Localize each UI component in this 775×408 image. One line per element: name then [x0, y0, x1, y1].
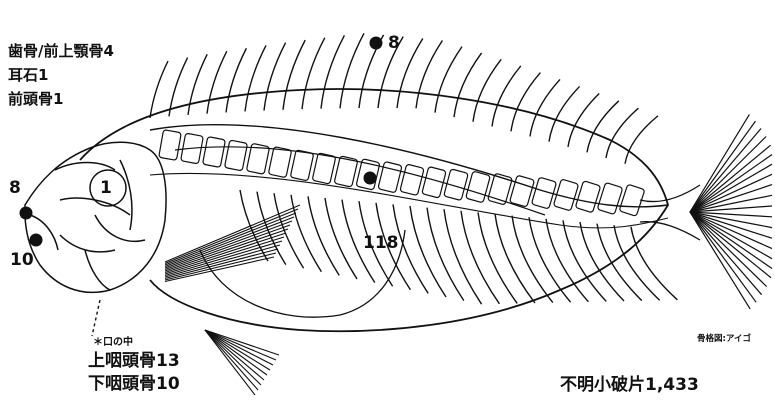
vertebra [400, 164, 424, 196]
dorsal-spine [606, 108, 638, 158]
caudal-ray [690, 212, 750, 309]
label-lower-pharyngeal: 下咽頭骨10 [88, 376, 180, 393]
dorsal-spine [226, 48, 246, 112]
rib [563, 220, 606, 301]
rib [410, 206, 446, 297]
pectoral-ray [165, 245, 280, 277]
rib [495, 214, 535, 303]
label-upper-pharyngeal: 上咽頭骨13 [88, 353, 180, 370]
dorsal-spine [492, 66, 521, 127]
dorsal-spine [302, 38, 325, 109]
pelvic-fin [205, 330, 279, 395]
caudal-ray [690, 212, 772, 249]
rib [597, 224, 642, 301]
dorsal-spine [150, 61, 168, 118]
dorsal-spine [416, 40, 442, 108]
pelvic-ray [205, 330, 270, 370]
pelvic-ray [205, 330, 261, 385]
pectoral-fin [165, 205, 300, 282]
label-otolith: 耳石1 [8, 68, 48, 83]
dorsal-spine [397, 38, 423, 108]
vertebral-column [159, 130, 645, 217]
figure-caption: 骨格図:アイゴ [697, 335, 751, 344]
vertebra [203, 137, 226, 168]
label-dentary-premaxilla: 歯骨/前上顎骨4 [8, 44, 114, 59]
dorsal-spine [549, 86, 580, 141]
marker-dorsal [370, 37, 383, 50]
dorsal-spine [435, 47, 462, 113]
vertebra [312, 153, 336, 184]
caudal-fin [690, 114, 772, 309]
label-head-lower-count: 10 [10, 252, 34, 269]
vertebra [159, 130, 182, 161]
dorsal-spine [283, 40, 305, 110]
mouth-pointer-line [92, 300, 100, 336]
dorsal-spine [587, 101, 619, 153]
rib [274, 193, 304, 268]
marker-head-lower [30, 234, 43, 247]
vertebra [575, 181, 600, 213]
pelvic-ray [205, 330, 255, 395]
caudal-ray [690, 114, 749, 212]
dorsal-spine [207, 51, 227, 113]
vertebra [444, 169, 469, 201]
label-unknown-fragments: 不明小破片1,433 [560, 377, 699, 394]
vertebra [290, 150, 314, 181]
vertebra [597, 182, 623, 214]
label-dorsal-count: 8 [388, 35, 400, 52]
rib [614, 225, 660, 300]
pectoral-ray [165, 221, 292, 268]
rib [631, 227, 677, 300]
dorsal-spines [150, 33, 658, 163]
vertebra [268, 147, 291, 178]
dorsal-spine [245, 45, 266, 111]
vertebra [466, 171, 491, 203]
label-otolith-marker: 1 [100, 180, 112, 197]
label-vertebra-count: 118 [363, 235, 399, 252]
body-outline [80, 89, 668, 331]
dorsal-spine [454, 53, 482, 117]
label-head-upper-count: 8 [9, 180, 21, 197]
dorsal-spine [511, 73, 540, 132]
marker-vertebra [364, 172, 377, 185]
pelvic-ray [205, 330, 273, 365]
skull [25, 142, 166, 292]
label-mouth-note: ＊口の中 [93, 338, 133, 348]
vertebra [509, 175, 534, 207]
dorsal-spine [530, 79, 560, 136]
dorsal-spine [264, 43, 286, 111]
dorsal-spine [625, 116, 658, 164]
marker-head-upper [20, 207, 33, 220]
vertebra [224, 140, 247, 171]
rib [580, 222, 624, 301]
dorsal-spine [568, 94, 599, 147]
dorsal-spine [473, 59, 501, 121]
pelvic-ray [205, 330, 264, 380]
rib [512, 216, 553, 303]
label-frontal: 前頭骨1 [8, 92, 63, 107]
dorsal-spine [188, 54, 207, 115]
